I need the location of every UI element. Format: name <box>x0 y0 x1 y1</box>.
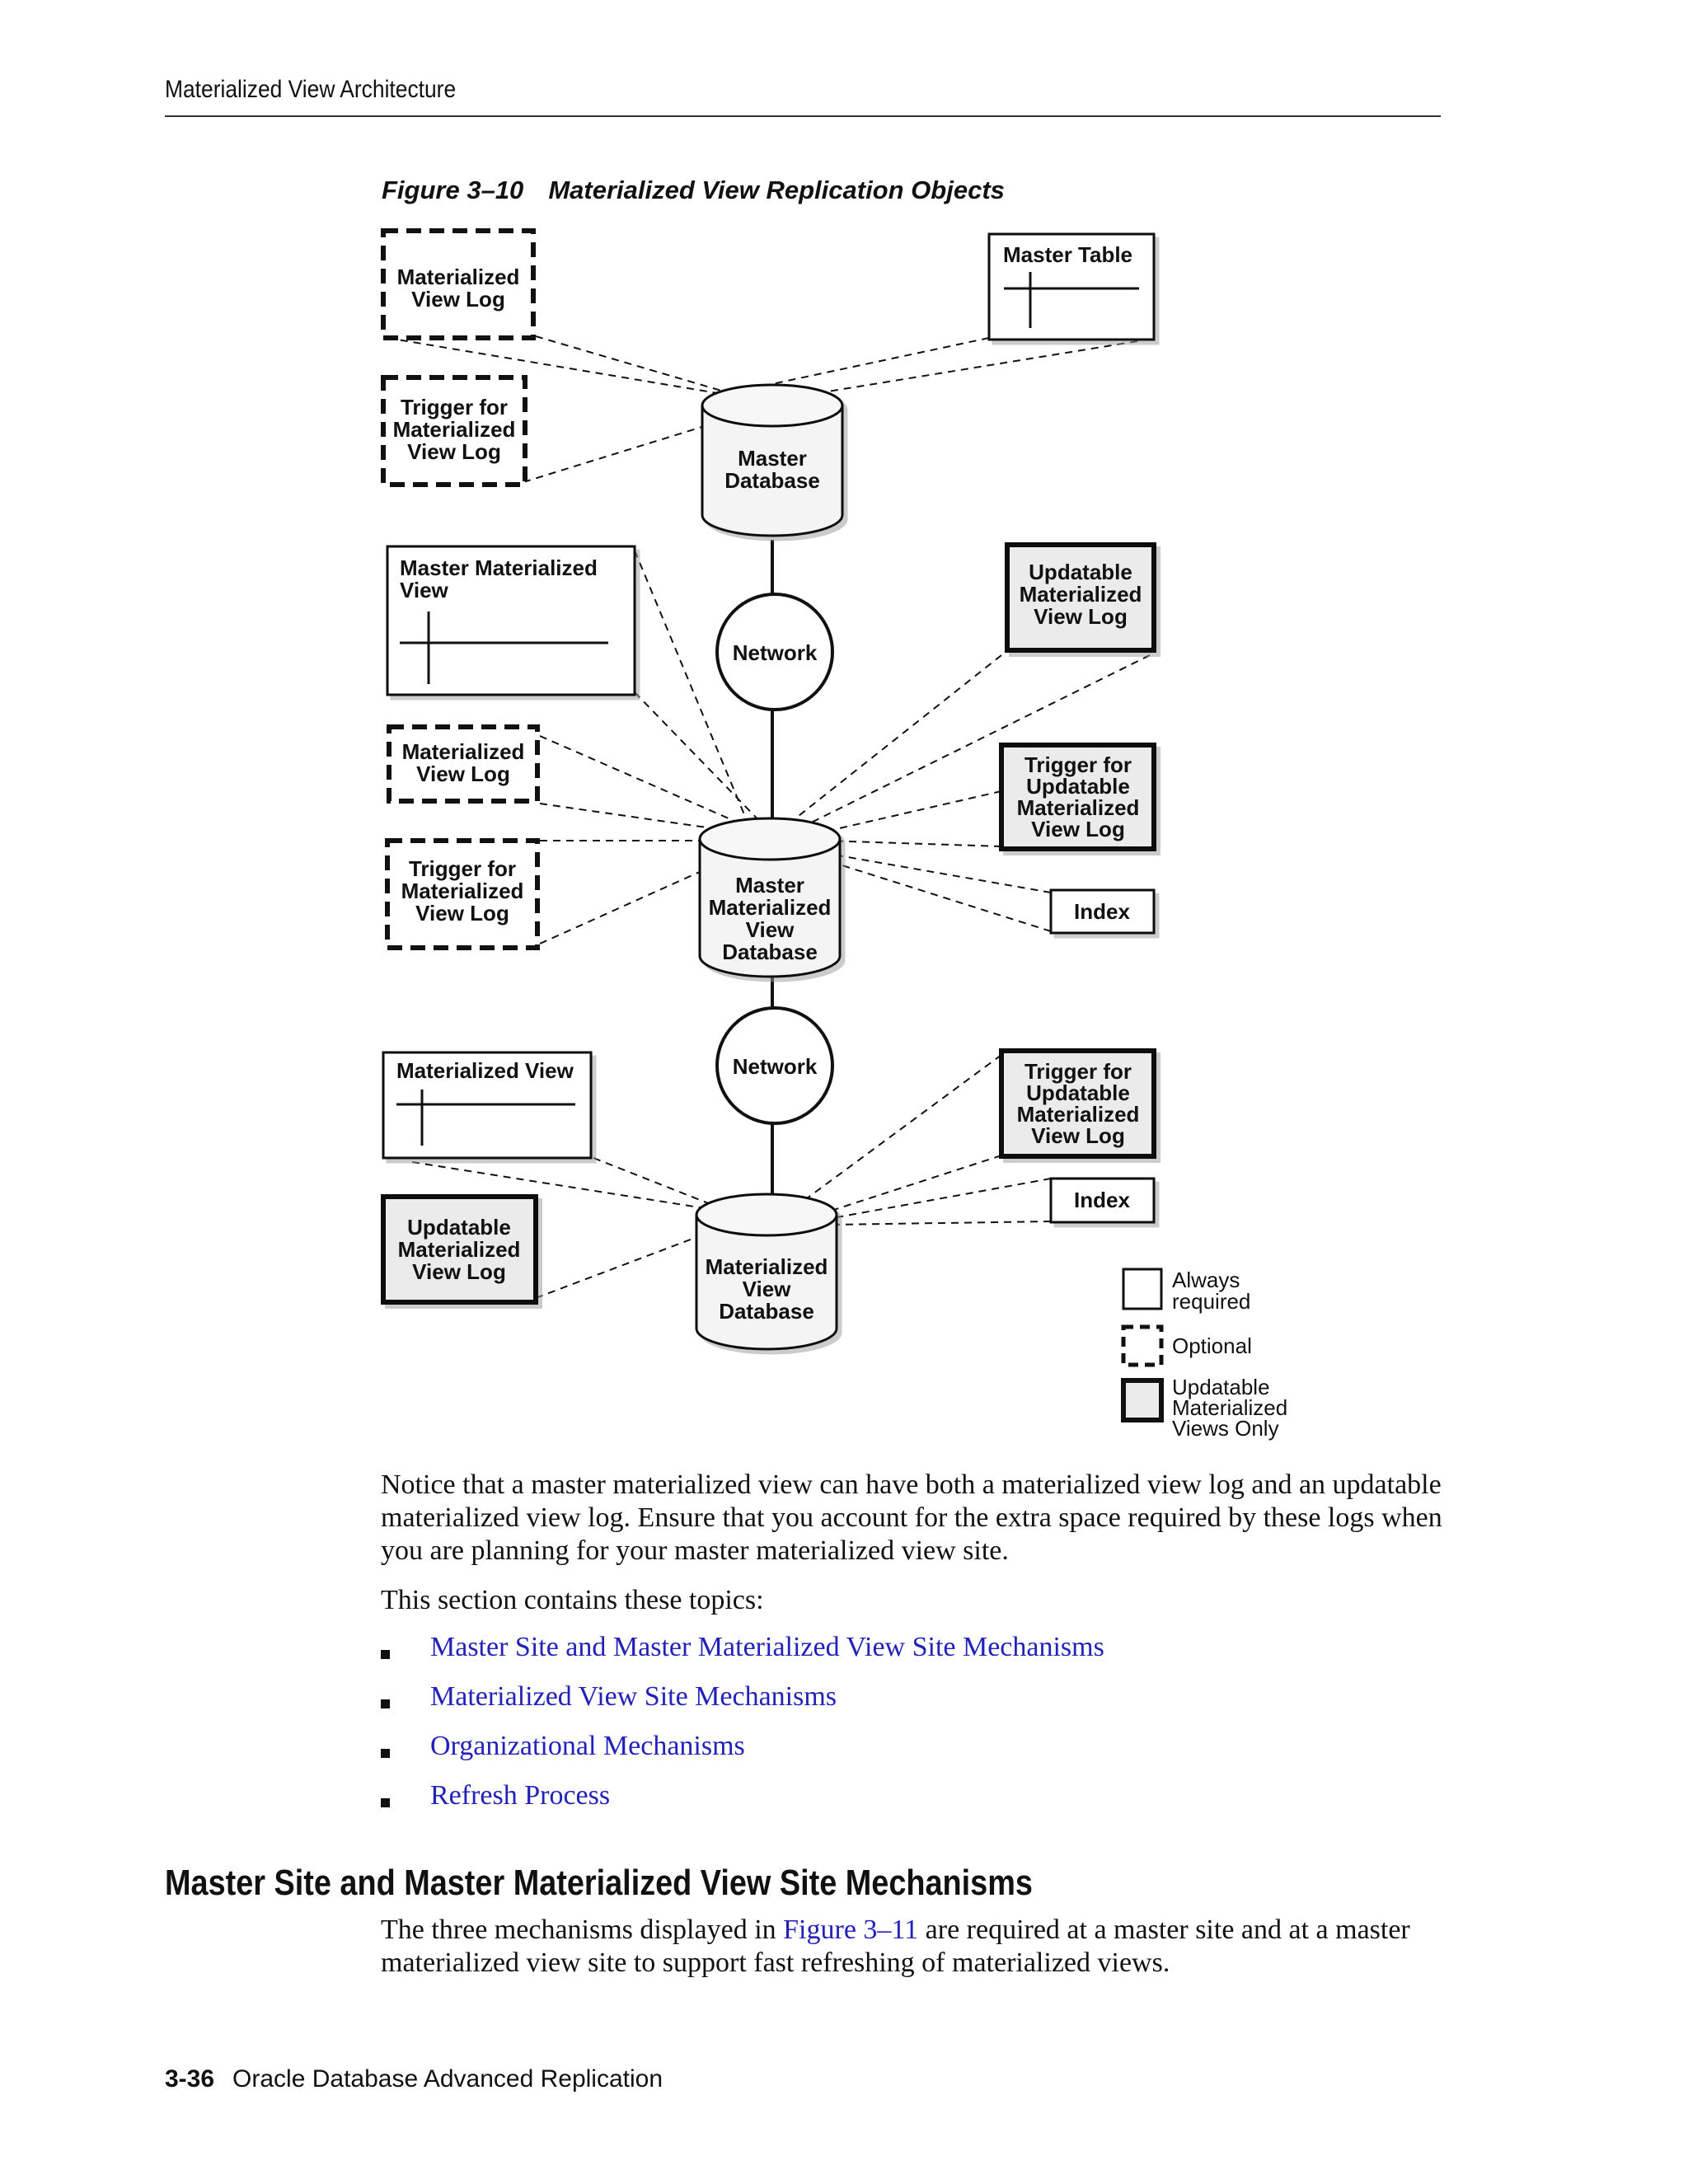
trigger-upd-bot-label-3: Materialized <box>1017 1102 1140 1127</box>
connectors-mv-db <box>411 1054 1052 1299</box>
mv-label: Materialized View <box>396 1058 574 1083</box>
trigger-mid-box: Trigger for Materialized View Log <box>385 838 540 950</box>
master-mv-grid-icon <box>400 612 608 684</box>
index-mid-box <box>1049 888 1156 935</box>
legend-optional-label: Optional <box>1172 1333 1252 1358</box>
master-mv-db-label-4: Database <box>722 940 818 964</box>
index-bot-box <box>1049 1177 1156 1224</box>
master-mv-label-1: Master Materialized <box>400 555 598 580</box>
trigger-upd-mid-box <box>999 743 1156 851</box>
book-title: Oracle Database Advanced Replication <box>232 2065 663 2093</box>
trigger-upd-mid-label-3: Materialized <box>1017 795 1140 820</box>
figure-number: Figure 3–10 <box>382 176 524 204</box>
paragraph-logs-note: Notice that a master materialized view c… <box>381 1469 1442 1566</box>
bullet-icon <box>381 1699 390 1708</box>
bullet-icon <box>381 1749 390 1758</box>
trigger-top-box: Trigger for Materialized View Log <box>381 375 528 487</box>
topic-link-mv-site[interactable]: Materialized View Site Mechanisms <box>430 1681 837 1712</box>
legend: Always required Optional Updatable Mater… <box>1121 1268 1287 1441</box>
paragraph-mechanisms-start: The three mechanisms displayed in <box>381 1915 784 1945</box>
mv-db-label-2: View <box>743 1277 792 1301</box>
legend-updatable-label-2: Materialized <box>1172 1395 1287 1420</box>
connectors-master-mv-db <box>539 550 1151 944</box>
trigger-mid-label-2: Materialized <box>401 879 524 903</box>
trigger-mid-label-3: View Log <box>415 901 509 926</box>
trigger-top-label-3: View Log <box>407 439 501 464</box>
bullet-icon <box>381 1798 390 1807</box>
page-footer: 3-36 Oracle Database Advanced Replication <box>165 2065 663 2093</box>
figure-caption: Figure 3–10 Materialized View Replication… <box>382 176 1005 205</box>
legend-always-swatch <box>1122 1268 1163 1310</box>
upd-log-mid-box <box>1005 542 1156 653</box>
legend-updatable-swatch <box>1121 1378 1164 1422</box>
master-db-label-1: Master <box>738 446 807 471</box>
topic-link-refresh[interactable]: Refresh Process <box>430 1780 611 1811</box>
upd-log-bot-box <box>381 1194 538 1305</box>
index-bot-label: Index <box>1074 1188 1130 1212</box>
master-mv-db-label-2: Materialized <box>709 895 832 920</box>
network-bottom-circle: Network <box>715 1006 834 1125</box>
mv-log-mid-label-2: View Log <box>416 762 510 786</box>
paragraph-mechanisms: The three mechanisms displayed in Figure… <box>381 1914 1469 1980</box>
mv-database-cylinder <box>695 1193 838 1351</box>
trigger-mid-label-1: Trigger for <box>409 856 516 881</box>
mv-log-mid-label-1: Materialized <box>402 739 525 764</box>
paragraph-topics-intro: This section contains these topics: <box>381 1585 764 1615</box>
legend-updatable-label-1: Updatable <box>1172 1375 1270 1399</box>
master-table-box <box>987 232 1156 341</box>
master-mv-label-2: View <box>400 578 449 602</box>
trigger-upd-mid-label-4: View Log <box>1031 817 1125 841</box>
figure-reference-link[interactable]: Figure 3–11 <box>783 1915 919 1945</box>
paragraph-mechanisms-end: are required at a master site and at a m… <box>381 1915 1410 1978</box>
upd-log-mid-label-1: Updatable <box>1029 560 1132 584</box>
replication-objects-diagram: Materialized View Log Trigger for Materi… <box>381 228 1287 1441</box>
trigger-upd-bot-label-2: Updatable <box>1026 1080 1130 1105</box>
page-number: 3-36 <box>165 2065 215 2093</box>
mv-db-label-1: Materialized <box>706 1254 828 1279</box>
trigger-upd-bot-box <box>999 1048 1156 1159</box>
master-mv-db-label-3: View <box>746 917 795 942</box>
upd-log-mid-label-3: View Log <box>1034 604 1128 629</box>
legend-always-label-1: Always <box>1172 1268 1240 1292</box>
trigger-upd-mid-label-2: Updatable <box>1026 774 1130 799</box>
network-top-label: Network <box>733 640 818 665</box>
upd-log-mid-label-2: Materialized <box>1020 582 1142 607</box>
master-table-grid-icon <box>1004 272 1139 328</box>
bullet-icon <box>381 1650 390 1659</box>
mv-log-top-label-2: View Log <box>411 287 505 312</box>
master-mv-db-label-1: Master <box>735 873 804 898</box>
mv-log-top-label-1: Materialized <box>397 265 520 289</box>
master-db-label-2: Database <box>724 468 820 493</box>
section-heading: Master Site and Master Materialized View… <box>165 1863 1033 1903</box>
trigger-upd-mid-label-1: Trigger for <box>1025 752 1132 777</box>
mv-log-top-box: Materialized View Log <box>381 228 536 340</box>
upd-log-bot-label-3: View Log <box>412 1259 506 1284</box>
legend-updatable-label-3: Views Only <box>1172 1416 1279 1441</box>
master-database-cylinder <box>701 383 844 537</box>
legend-optional-swatch <box>1121 1324 1164 1367</box>
legend-always-label-2: required <box>1172 1289 1250 1314</box>
upd-log-bot-label-1: Updatable <box>407 1215 511 1240</box>
figure-title: Materialized View Replication Objects <box>548 176 1005 204</box>
master-table-label: Master Table <box>1003 242 1132 267</box>
mv-db-label-3: Database <box>719 1299 814 1324</box>
upd-log-bot-label-2: Materialized <box>398 1237 521 1262</box>
trigger-upd-bot-label-4: View Log <box>1031 1123 1125 1148</box>
trigger-upd-bot-label-1: Trigger for <box>1025 1059 1132 1084</box>
network-top-circle: Network <box>715 593 834 711</box>
mv-grid-icon <box>396 1090 575 1146</box>
topic-link-master-site[interactable]: Master Site and Master Materialized View… <box>430 1632 1104 1662</box>
topic-link-organizational[interactable]: Organizational Mechanisms <box>430 1731 745 1761</box>
running-head: Materialized View Architecture <box>165 76 457 103</box>
trigger-top-label-1: Trigger for <box>401 395 508 419</box>
header-rule <box>165 115 1441 117</box>
mv-log-mid-box: Materialized View Log <box>387 724 540 804</box>
index-mid-label: Index <box>1074 899 1130 924</box>
master-mv-database-cylinder <box>698 817 842 978</box>
trigger-top-label-2: Materialized <box>393 417 516 442</box>
network-bottom-label: Network <box>733 1054 818 1079</box>
